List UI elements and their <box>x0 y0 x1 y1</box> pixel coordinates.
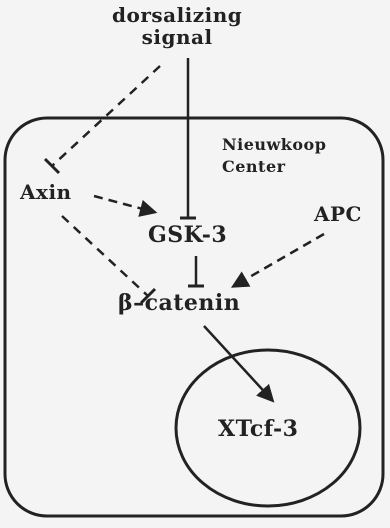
bcatenin-to-xtcf3-arrow <box>203 325 275 403</box>
nieuwkoop-center-line2: Center <box>222 157 286 176</box>
nieuwkoop-center-boundary <box>3 116 385 518</box>
axin-label: Axin <box>20 180 72 204</box>
apc-to-bcatenin-arrow <box>230 232 325 288</box>
nucleus-circle <box>174 348 362 508</box>
axin-to-gsk3-arrow <box>93 194 158 217</box>
apc-label: APC <box>314 202 362 226</box>
nieuwkoop-center-label: Nieuwkoop Center <box>222 134 326 178</box>
dorsalizing-signal-line1: dorsalizing <box>112 3 243 27</box>
dorsalizing-signal-label: dorsalizing signal <box>112 4 242 48</box>
axin-inhibits-bcatenin-bar <box>139 287 157 305</box>
nieuwkoop-center-line1: Nieuwkoop <box>222 135 327 154</box>
signal-inhibits-axin-line <box>51 65 161 167</box>
beta-catenin-label: β–catenin <box>118 290 241 316</box>
signal-inhibits-axin-bar <box>43 157 61 175</box>
xtcf3-label: XTcf-3 <box>218 416 299 442</box>
axin-inhibits-bcatenin-line <box>61 215 149 297</box>
dorsalizing-signal-line2: signal <box>141 25 213 49</box>
gsk3-label: GSK-3 <box>148 222 228 248</box>
